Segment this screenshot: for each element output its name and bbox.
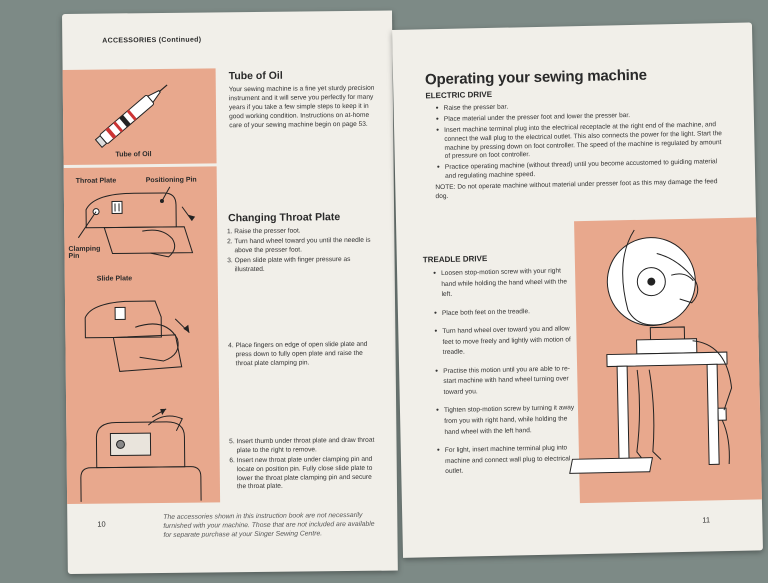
- step-item: Insert new throat plate under clamping p…: [237, 456, 377, 493]
- oil-tube-icon: [94, 84, 168, 148]
- changing-throat-plate-step-4: Place fingers on edge of open slide plat…: [225, 341, 375, 370]
- electric-drive-instructions: Raise the presser bar. Place material un…: [426, 99, 728, 202]
- treadle-drive-instructions: Loosen stop-motion screw with your right…: [423, 266, 578, 486]
- list-item: Place both feet on the treadle.: [434, 306, 574, 319]
- note: NOTE: Do not operate machine without mat…: [427, 178, 727, 202]
- note-label: NOTE:: [435, 183, 456, 192]
- list-item: Tighten stop-motion screw by turning it …: [436, 404, 577, 439]
- throat-plate-drawing: [77, 186, 202, 502]
- list-item: Loosen stop-motion screw with your right…: [433, 266, 574, 301]
- tube-of-oil-illustration-panel: Tube of Oil: [62, 68, 217, 165]
- footnote: The accessories shown in this instructio…: [163, 511, 375, 540]
- changing-throat-plate-title: Changing Throat Plate: [228, 211, 341, 225]
- page-number-left: 10: [97, 519, 106, 529]
- step-item: Insert thumb under throat plate and draw…: [236, 437, 376, 456]
- page-header: ACCESSORIES (Continued): [102, 36, 202, 45]
- electric-drive-title: ELECTRIC DRIVE: [425, 89, 493, 101]
- list-item: Practise this motion until you are able …: [435, 364, 576, 399]
- step-item: Place fingers on edge of open slide plat…: [235, 341, 375, 369]
- step-item: Raise the presser foot.: [234, 227, 374, 237]
- step-item: Turn hand wheel toward you until the nee…: [234, 237, 374, 256]
- throat-plate-illustration-panel: Throat Plate Positioning Pin Clamping Pi…: [63, 166, 221, 504]
- tube-of-oil-title: Tube of Oil: [228, 69, 283, 83]
- note-text: Do not operate machine without material …: [435, 178, 718, 201]
- list-item: For light, insert machine terminal plug …: [437, 443, 578, 478]
- tube-of-oil-caption: Tube of Oil: [115, 151, 152, 159]
- tube-of-oil-text: Your sewing machine is a fine yet sturdy…: [228, 84, 375, 129]
- page-title: Operating your sewing machine: [424, 66, 647, 89]
- list-item: Turn hand wheel over toward you and allo…: [434, 324, 575, 359]
- sewing-machine-treadle-drawing: [569, 229, 733, 474]
- changing-throat-plate-steps-b: Insert thumb under throat plate and draw…: [226, 437, 377, 494]
- treadle-illustration-panel: [569, 217, 762, 504]
- list-item: Insert machine terminal plug into the el…: [436, 121, 727, 163]
- step-item: Open slide plate with finger pressure as…: [235, 255, 375, 274]
- treadle-drive-title: TREADLE DRIVE: [422, 254, 488, 265]
- left-page: ACCESSORIES (Continued) Tube of Oil Thro…: [62, 10, 398, 574]
- right-page: Operating your sewing machine ELECTRIC D…: [392, 22, 763, 558]
- changing-throat-plate-steps-a: Raise the presser foot. Turn hand wheel …: [224, 227, 374, 276]
- page-number-right: 11: [702, 515, 711, 525]
